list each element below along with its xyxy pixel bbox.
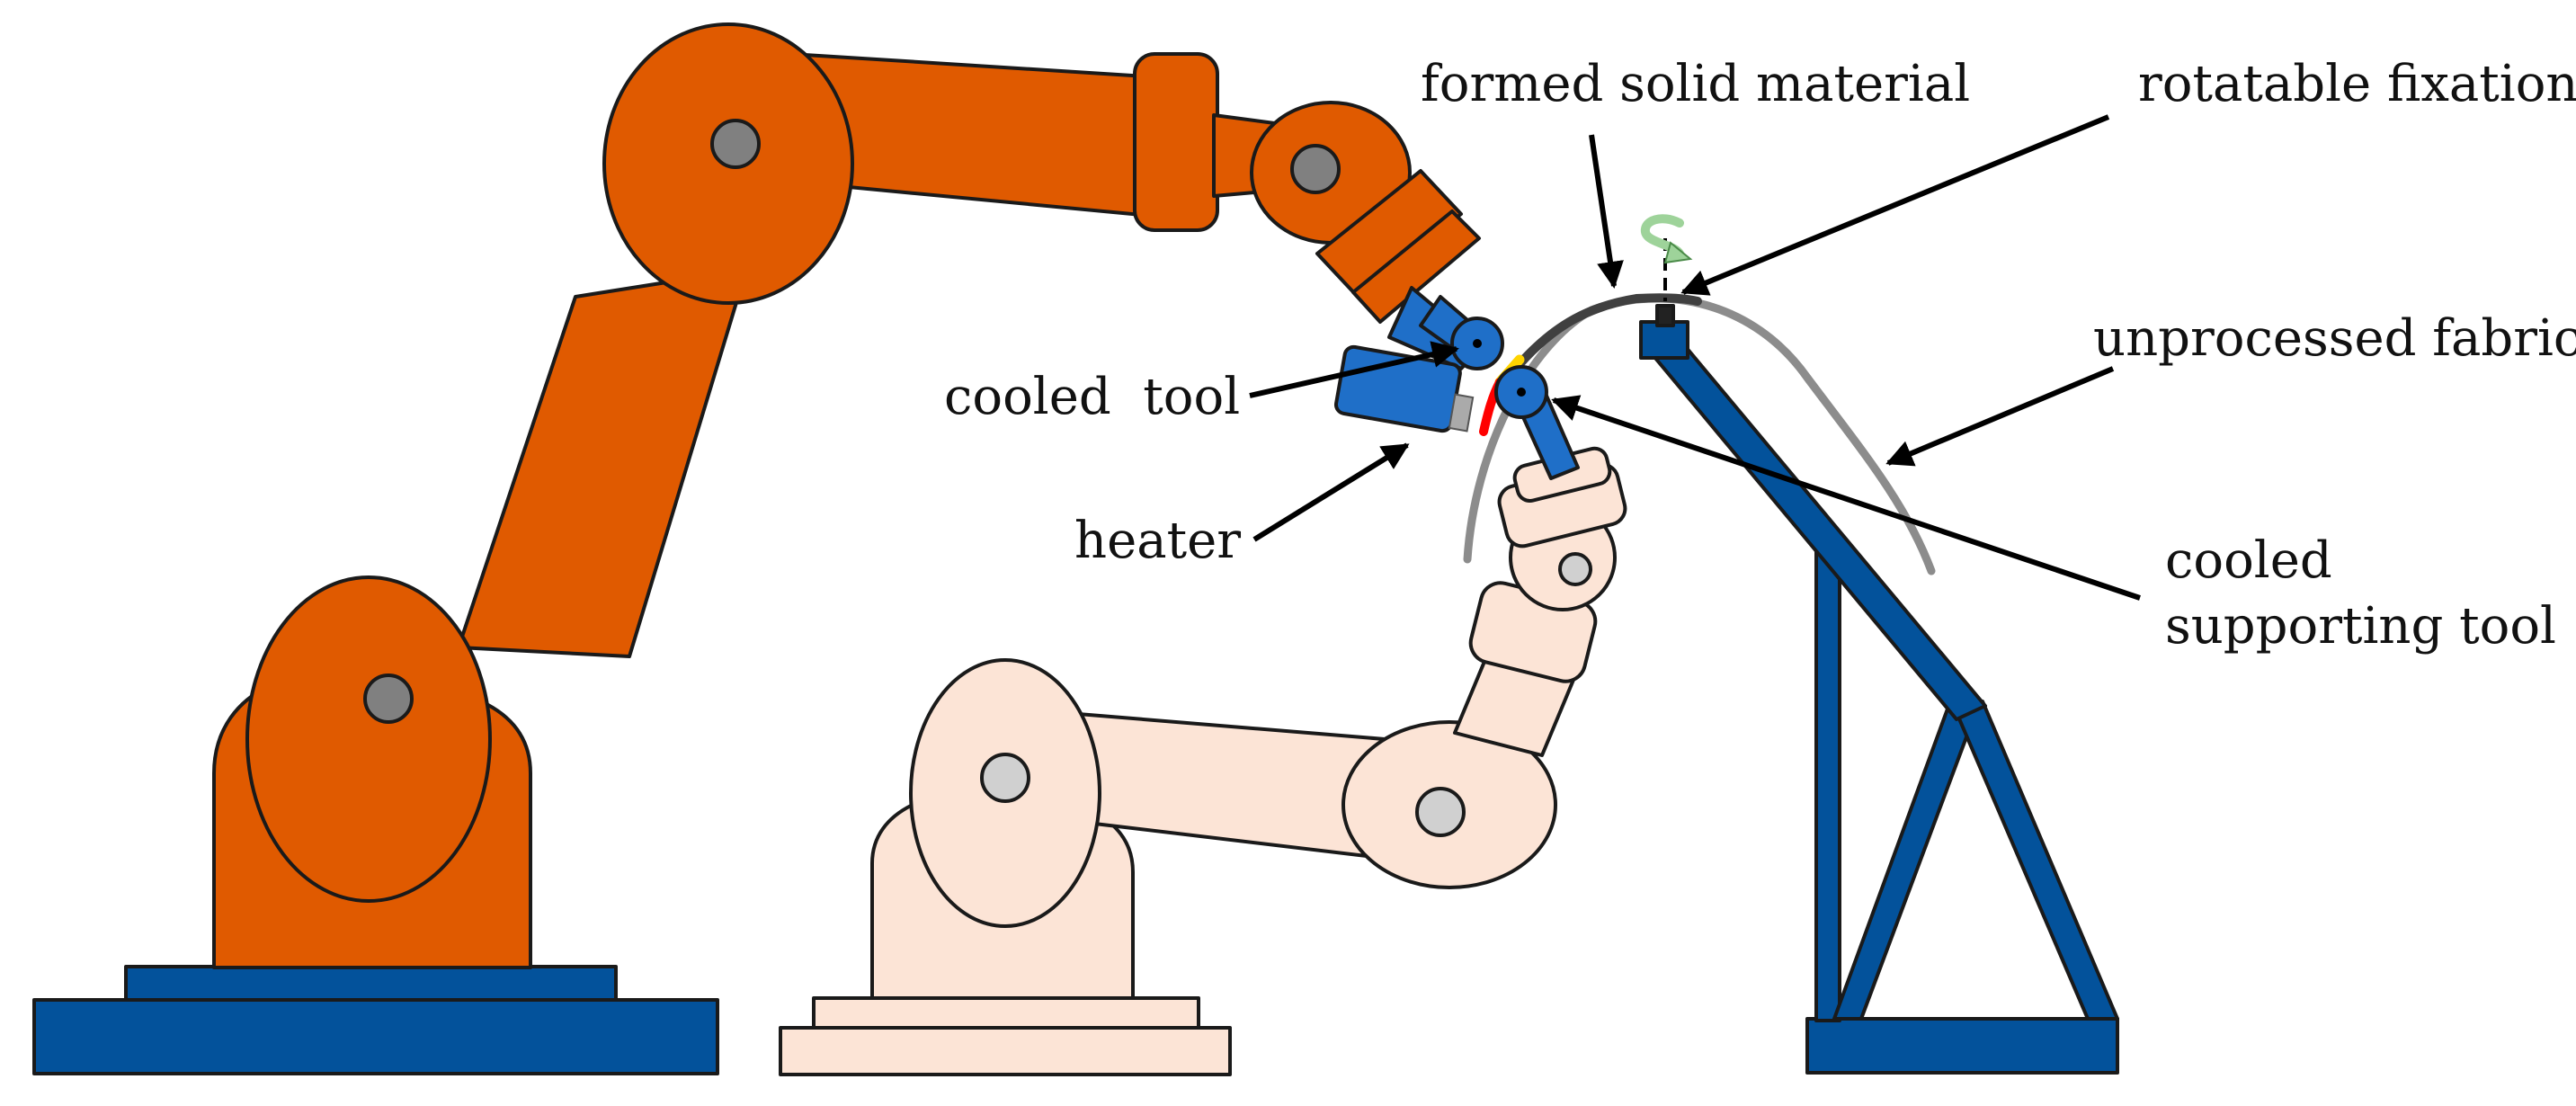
label-cooled-tool: cooled tool — [944, 368, 1240, 426]
label-cooled-supporting-tool-line1: cooled — [2165, 531, 2332, 590]
label-unprocessed-fabric: unprocessed fabric — [2093, 309, 2576, 368]
pink-wrist-joint — [1558, 552, 1592, 586]
orange-wrist-joint — [1290, 144, 1341, 194]
pink-robot — [870, 446, 1627, 1000]
pink-robot-base — [779, 996, 1232, 1076]
orange-lower-joint — [363, 673, 414, 724]
heater-nozzle — [1448, 393, 1475, 433]
arrow-heater — [1252, 442, 1410, 542]
orange-robot-base — [32, 965, 719, 1075]
arrow-rotatable-fixation — [1680, 114, 2110, 296]
tool-assembly — [1333, 286, 1580, 480]
label-formed-solid-material: formed solid material — [1421, 55, 1970, 113]
arrow-cooled-tool — [1249, 341, 1459, 398]
orange-robot — [212, 22, 1481, 969]
pink-shoulder-joint — [980, 753, 1030, 803]
arrow-formed-solid-material — [1589, 134, 1624, 289]
label-cooled-supporting-tool-line2: supporting tool — [2165, 597, 2556, 656]
formed-solid-material-curve — [1515, 293, 1702, 369]
label-heater: heater — [1074, 512, 1241, 570]
rotation-arrow-icon — [1641, 214, 1693, 301]
arrow-unprocessed-fabric — [1885, 366, 2115, 467]
orange-shoulder-joint — [710, 119, 761, 169]
arrow-cooled-supporting-tool — [1551, 395, 2141, 601]
pink-elbow-joint — [1415, 787, 1466, 837]
label-rotatable-fixation: rotatable fixation — [2138, 55, 2576, 113]
fixation-frame — [1639, 304, 2119, 1075]
callout-arrows — [1249, 114, 2141, 601]
